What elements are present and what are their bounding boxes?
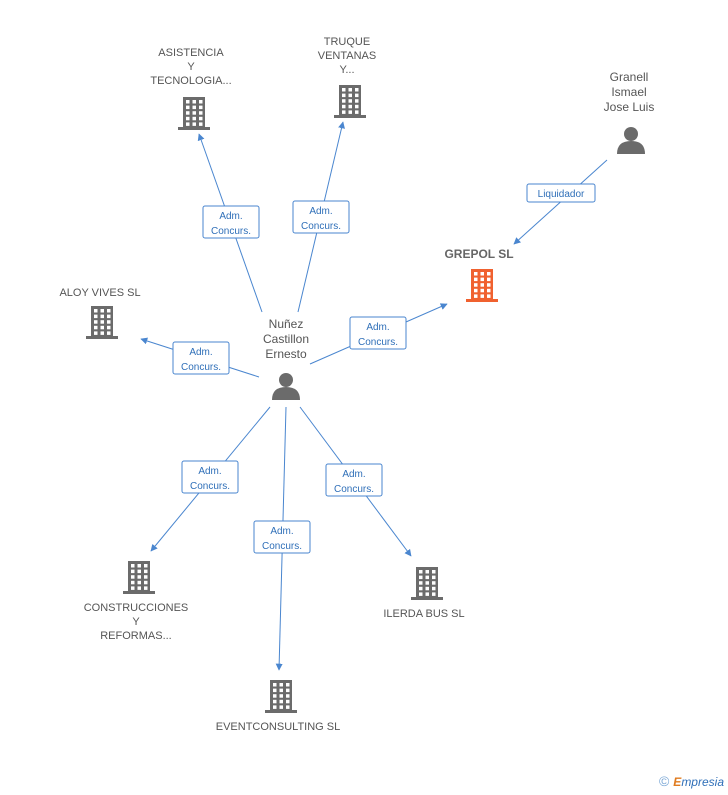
nodes-layer: ASISTENCIA Y TECNOLOGIA... TRUQUE VENTANAS Y.… bbox=[59, 36, 654, 733]
node-label: ILERDA BUS SL bbox=[383, 608, 464, 620]
node-label: VENTANAS bbox=[318, 50, 376, 62]
node-label: TRUQUE bbox=[324, 36, 370, 48]
edges-layer: Adm.Concurs.Adm.Concurs.Adm.Concurs.Adm.… bbox=[140, 121, 608, 671]
node-label: ASISTENCIA bbox=[158, 47, 224, 59]
building-icon bbox=[466, 269, 498, 302]
building-icon bbox=[334, 85, 366, 118]
node-label: Granell bbox=[610, 70, 649, 84]
building-icon bbox=[265, 680, 297, 713]
edge-label-text: Concurs. bbox=[334, 484, 374, 495]
edge-label-text: Concurs. bbox=[190, 481, 230, 492]
brand-initial: E bbox=[673, 775, 682, 789]
edge-nunez-construcciones: Adm. Concurs. bbox=[150, 406, 271, 552]
copyright-icon: © bbox=[658, 773, 670, 789]
edge-nunez-ilerda: Adm. Concurs. bbox=[299, 406, 412, 557]
edge-nunez-eventconsulting: Adm. Concurs. bbox=[253, 406, 311, 671]
node-label: Y... bbox=[339, 64, 354, 76]
edge-label-box[interactable] bbox=[526, 183, 596, 203]
edge-label-text: Concurs. bbox=[262, 541, 302, 552]
edge-label-box[interactable] bbox=[292, 200, 350, 234]
node-label: Ernesto bbox=[265, 347, 307, 361]
building-icon bbox=[123, 561, 155, 594]
edge-label-box[interactable] bbox=[202, 205, 260, 239]
edge-label-text: Adm. bbox=[366, 322, 389, 333]
edge-nunez-truque: Adm. Concurs. bbox=[292, 121, 350, 313]
node-truque[interactable]: TRUQUE VENTANAS Y... bbox=[318, 36, 376, 118]
node-construcciones[interactable]: CONSTRUCCIONES Y REFORMAS... bbox=[84, 561, 189, 642]
empresia-watermark[interactable]: ©Empresia bbox=[659, 773, 724, 789]
node-asistencia[interactable]: ASISTENCIA Y TECNOLOGIA... bbox=[150, 47, 232, 130]
edge-label-text: Liquidador bbox=[538, 189, 585, 200]
edge-granell-grepol: Liquidador bbox=[513, 159, 608, 245]
edge-label-text: Adm. bbox=[342, 469, 365, 480]
node-label: CONSTRUCCIONES bbox=[84, 602, 189, 614]
edge-nunez-grepol: Adm. Concurs. bbox=[309, 303, 448, 365]
edge-label-text: Concurs. bbox=[358, 337, 398, 348]
node-label: Jose Luis bbox=[604, 100, 655, 114]
node-label: GREPOL SL bbox=[444, 247, 513, 261]
edge-label-text: Concurs. bbox=[181, 362, 221, 373]
edge-label-text: Adm. bbox=[219, 211, 242, 222]
edge-label-text: Adm. bbox=[189, 347, 212, 358]
edge-nunez-aloy: Adm. Concurs. bbox=[140, 337, 260, 378]
person-icon bbox=[272, 373, 300, 400]
node-label: Castillon bbox=[263, 332, 309, 346]
edge-label-box[interactable] bbox=[349, 316, 407, 350]
building-icon bbox=[411, 567, 443, 600]
building-icon bbox=[86, 306, 118, 339]
node-label: TECNOLOGIA... bbox=[150, 75, 231, 87]
edge-label-box[interactable] bbox=[172, 341, 230, 375]
edge-label-text: Adm. bbox=[198, 466, 221, 477]
edge-label-box[interactable] bbox=[181, 460, 239, 494]
node-grepol[interactable]: GREPOL SL bbox=[444, 247, 514, 302]
node-ilerda[interactable]: ILERDA BUS SL bbox=[383, 567, 465, 620]
node-aloy[interactable]: ALOY VIVES SL bbox=[59, 287, 141, 339]
edge-label-text: Adm. bbox=[270, 526, 293, 537]
node-label: ALOY VIVES SL bbox=[59, 287, 140, 299]
edge-nunez-asistencia: Adm. Concurs. bbox=[197, 133, 263, 313]
node-label: Nuñez bbox=[269, 317, 304, 331]
edge-label-text: Concurs. bbox=[211, 226, 251, 237]
node-label: Y bbox=[132, 616, 140, 628]
node-label: REFORMAS... bbox=[100, 630, 172, 642]
node-eventconsulting[interactable]: EVENTCONSULTING SL bbox=[216, 680, 341, 733]
edge-label-text: Adm. bbox=[309, 206, 332, 217]
node-label: EVENTCONSULTING SL bbox=[216, 721, 341, 733]
edge-label-box[interactable] bbox=[253, 520, 311, 554]
node-label: Ismael bbox=[611, 85, 646, 99]
building-icon bbox=[178, 97, 210, 130]
node-label: Y bbox=[187, 61, 195, 73]
edge-label-box[interactable] bbox=[325, 463, 383, 497]
person-icon bbox=[617, 127, 645, 154]
edge-label-text: Concurs. bbox=[301, 221, 341, 232]
brand-rest: mpresia bbox=[681, 775, 724, 789]
